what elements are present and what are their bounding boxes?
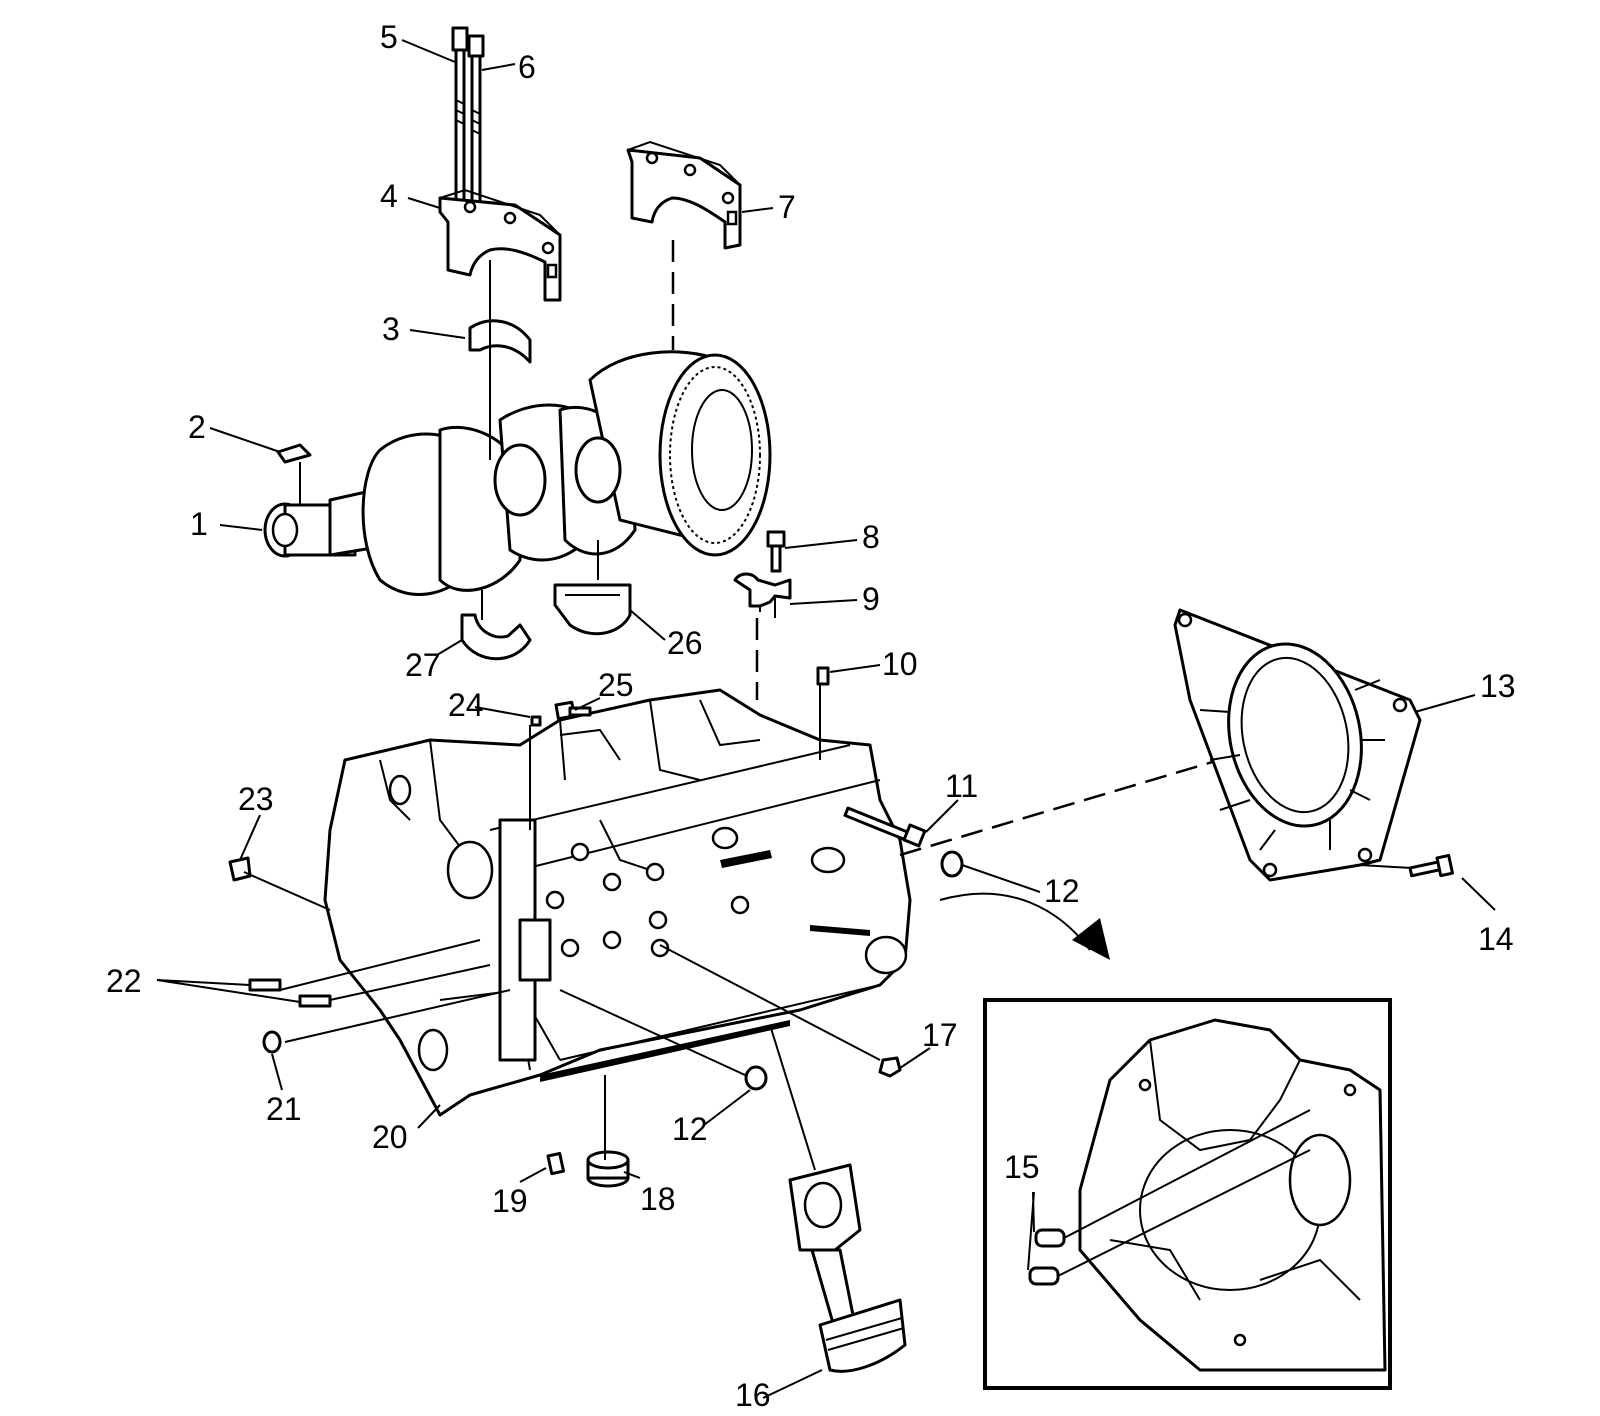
callout-8: 8 [862,519,880,555]
plug-12-side [744,1065,768,1091]
main-cap-bolt-5 [451,26,469,202]
crankshaft [263,350,772,596]
bolt-8 [766,530,786,573]
plug-23 [228,856,252,882]
callout-21: 21 [266,1091,302,1127]
engine-block [323,688,912,1117]
callout-15: 15 [1004,1149,1040,1185]
bolt-11 [843,806,927,848]
callout-12-rear: 12 [1044,873,1080,909]
inset-detail [983,998,1392,1390]
bolts-22 [248,978,332,1008]
callout-11: 11 [945,768,978,804]
callout-20: 20 [372,1119,408,1155]
plug-21 [262,1030,282,1054]
leader-lines [156,39,1496,1399]
dowel-pin-19 [546,1152,565,1176]
callout-26: 26 [667,625,703,661]
plug-18 [586,1150,630,1188]
main-bearing-lower-27 [460,613,532,661]
bolt-14 [1408,854,1454,878]
callout-25: 25 [598,667,634,703]
piston-oil-jet-9 [733,572,792,618]
main-bearing-upper-3 [468,319,532,364]
callout-24: 24 [448,687,484,723]
callout-27: 27 [405,647,441,683]
rear-main-oil-seal-housing-13 [1173,608,1422,882]
callout-5: 5 [380,19,398,55]
bolt-25 [554,700,592,721]
main-bearing-cap-4 [438,188,562,302]
callout-6: 6 [518,49,536,85]
main-bearing-lower-26 [553,583,632,636]
piston-and-connecting-rod-16 [788,1163,907,1373]
callout-16: 16 [735,1377,771,1413]
main-bearing-cap-7 [626,140,742,250]
callout-10: 10 [882,646,918,682]
callout-labels: 1 2 3 4 5 6 7 8 9 10 11 12 12 13 14 15 1… [106,19,1516,1413]
crankshaft-key-2 [276,443,312,464]
dowel-pin-10 [816,666,830,686]
callout-2: 2 [188,409,206,445]
callout-9: 9 [862,581,880,617]
plug-24 [530,715,542,727]
callout-12-side: 12 [672,1111,708,1147]
callout-14: 14 [1478,921,1514,957]
callout-18: 18 [640,1181,676,1217]
plug-17 [878,1056,902,1078]
callout-7: 7 [778,189,796,225]
callout-4: 4 [380,178,398,214]
callout-23: 23 [238,781,274,817]
callout-17: 17 [922,1017,958,1053]
callout-19: 19 [492,1183,528,1219]
plug-12-rear [940,850,964,878]
callout-22: 22 [106,963,142,999]
callout-13: 13 [1480,668,1516,704]
main-cap-bolt-6 [467,34,485,208]
callout-1: 1 [190,506,208,542]
callout-3: 3 [382,311,400,347]
